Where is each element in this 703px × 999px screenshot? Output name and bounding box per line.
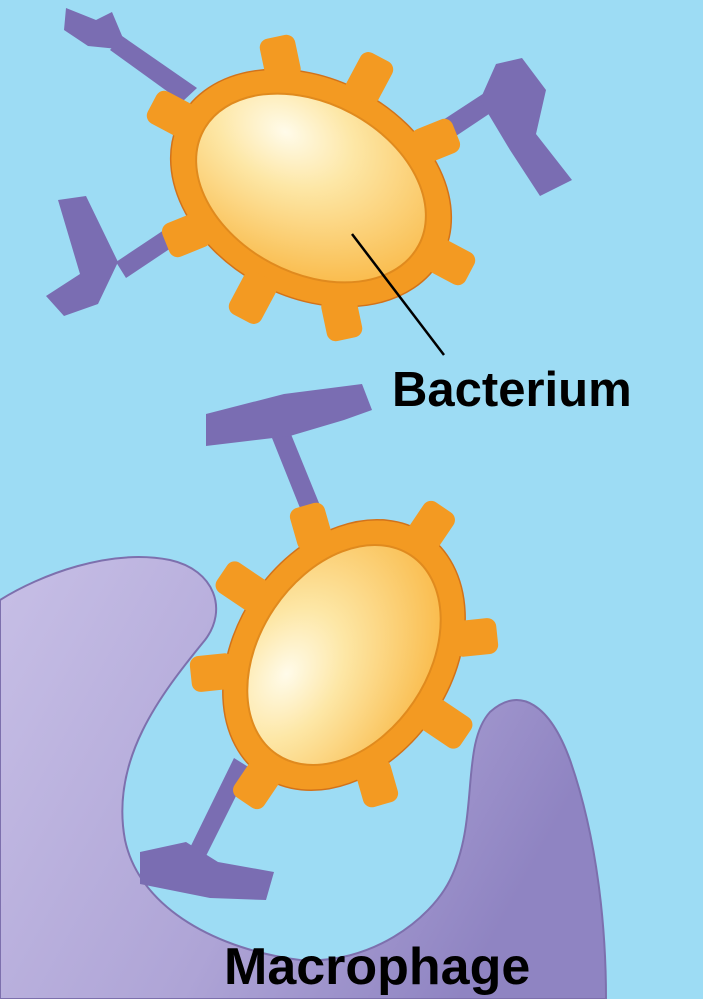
macrophage-label: Macrophage [224, 941, 530, 993]
bacterium-label: Bacterium [392, 366, 632, 415]
